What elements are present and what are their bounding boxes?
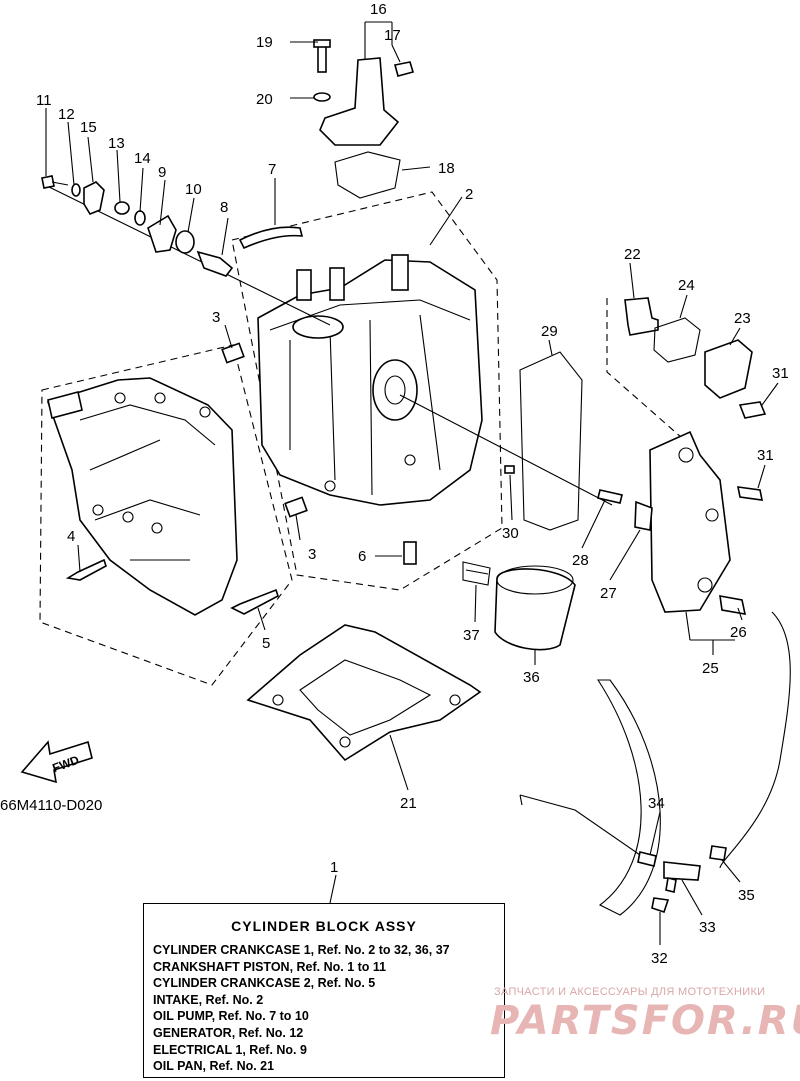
callout-21: 21 [400,795,417,812]
legend-line: OIL PUMP, Ref. No. 7 to 10 [153,1009,309,1024]
cover-dashed-outline [606,298,691,446]
watermark-logo: PARTSFOR.RU [490,998,800,1044]
callout-27: 27 [600,585,617,602]
dowel-part-6 [403,541,417,565]
callout-31-lower: 31 [757,447,774,464]
pump-axis-line [399,394,613,506]
callout-1: 1 [330,859,338,876]
callout-31-upper: 31 [772,365,789,382]
oil-filter-parts [462,561,576,651]
callout-17: 17 [384,27,401,44]
callout-13: 13 [108,135,125,152]
dowel-pin-upper [221,342,245,364]
bolt-part-5 [230,588,279,615]
callout-labels: 1 2 3 3 4 5 6 7 8 9 10 11 12 13 14 15 16… [36,1,789,967]
legend-line: CRANKSHAFT PISTON, Ref. No. 1 to 11 [153,959,387,974]
callout-16: 16 [370,1,387,18]
callout-8: 8 [220,199,228,216]
callout-29: 29 [541,323,558,340]
callout-14: 14 [134,150,151,167]
callout-10: 10 [185,181,202,198]
callout-2: 2 [465,186,473,203]
watermark-subtitle: ЗАПЧАСТИ И АКСЕССУАРЫ ДЛЯ МОТОТЕХНИКИ [494,986,766,998]
legend-line: CYLINDER CRANKCASE 2, Ref. No. 5 [153,976,376,991]
callout-3-lower: 3 [308,546,316,563]
callout-9: 9 [158,164,166,181]
callout-25: 25 [702,660,719,677]
callout-33: 33 [699,919,716,936]
hose-parts [519,611,791,916]
callout-26: 26 [730,624,747,641]
callout-28: 28 [572,552,589,569]
callout-36: 36 [523,669,540,686]
crankcase-2-dashed-outline [39,344,293,686]
callout-24: 24 [678,277,695,294]
callout-7: 7 [268,161,276,178]
callout-30: 30 [502,525,519,542]
oil-pump-parts [41,175,304,277]
right-side-parts [504,297,767,615]
callout-3-upper: 3 [212,309,220,326]
callout-20: 20 [256,91,273,108]
legend-line: OIL PAN, Ref. No. 21 [153,1059,275,1074]
callout-15: 15 [80,119,97,136]
legend-line: ELECTRICAL 1, Ref. No. 9 [153,1042,307,1057]
callout-34: 34 [648,795,665,812]
legend-line: CYLINDER CRANKCASE 1, Ref. No. 2 to 32, … [153,943,450,957]
callout-12: 12 [58,106,75,123]
bolt-part-4 [65,558,107,581]
drawing-code: 66M4110-D020 [0,797,102,814]
callout-37: 37 [463,627,480,644]
cylinder-crankcase-1-dashed-outline [231,191,503,591]
callout-32: 32 [651,950,668,967]
callout-5: 5 [262,635,270,652]
fwd-arrow-icon: FWD [20,740,93,784]
legend-title: CYLINDER BLOCK ASSY [231,918,417,934]
callout-6: 6 [358,548,366,565]
cylinder-crankcase-1-part [257,254,483,506]
callout-23: 23 [734,310,751,327]
callout-4: 4 [67,528,75,545]
oil-pan-gasket [246,624,482,762]
legend-line: INTAKE, Ref. No. 2 [153,992,264,1007]
callout-19: 19 [256,34,273,51]
legend-list: CYLINDER CRANKCASE 1, Ref. No. 2 to 32, … [153,942,450,1075]
callout-22: 22 [624,246,641,263]
dowel-pin-lower [284,496,308,518]
top-cover-parts [313,39,415,199]
leader-lines [45,21,779,945]
callout-35: 35 [738,887,755,904]
callout-18: 18 [438,160,455,177]
callout-11: 11 [36,92,52,109]
legend-line: GENERATOR, Ref. No. 12 [153,1025,304,1040]
legend-box: CYLINDER BLOCK ASSY CYLINDER CRANKCASE 1… [143,903,505,1078]
crankcase-2-part [46,377,238,616]
